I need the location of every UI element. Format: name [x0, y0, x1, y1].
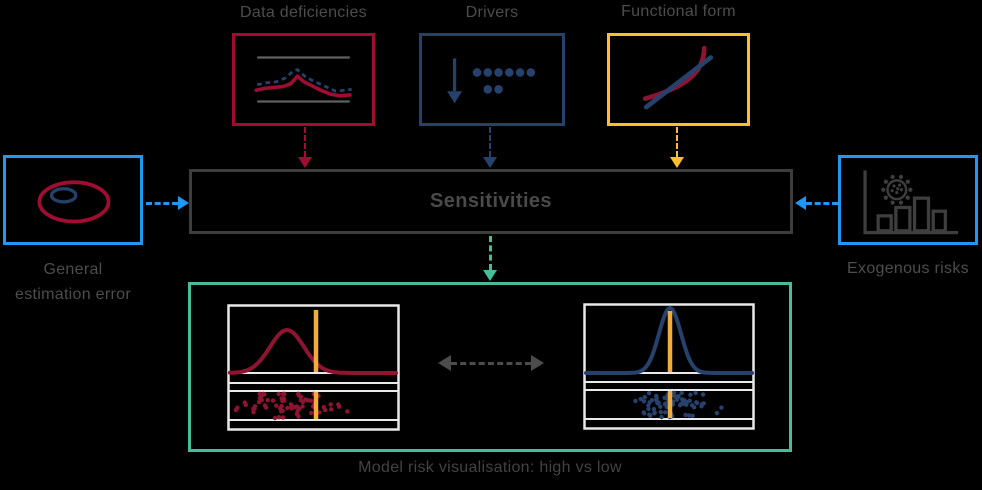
- arrow-shaft: [146, 201, 178, 205]
- virus-bar-chart-icon: [863, 170, 959, 235]
- node-general-estimation-error: [3, 155, 143, 245]
- arrow-drivers-to-sensitivities: [481, 127, 499, 168]
- arrow-shaft: [451, 361, 531, 365]
- node-sensitivities: Sensitivities: [189, 169, 793, 234]
- arrow-functional-form-to-sensitivities: [668, 127, 686, 168]
- arrow-shaft: [489, 127, 491, 157]
- arrow-data-deficiencies-to-sensitivities: [296, 127, 314, 168]
- arrow-head-down-icon: [670, 157, 684, 168]
- arrow-head-down-icon: [483, 270, 497, 281]
- arrow-head-right-icon: [531, 355, 544, 371]
- arrow-shaft: [676, 127, 678, 157]
- arrow-head-right-icon: [178, 196, 189, 210]
- node-model-risk-visualisation: [188, 282, 792, 452]
- label-exogenous-risks: Exogenous risks: [847, 260, 969, 277]
- node-data-deficiencies: [232, 33, 375, 126]
- data-deficiencies-chart-icon: [254, 56, 352, 103]
- label-general-estimation-error: General estimation error: [15, 261, 131, 303]
- estimation-error-ellipses-icon: [37, 180, 111, 224]
- low-risk-distribution-panel: [583, 303, 755, 430]
- label-data-deficiencies: Data deficiencies: [240, 4, 367, 21]
- arrow-shaft: [304, 127, 306, 157]
- label-drivers: Drivers: [465, 4, 519, 21]
- arrow-head-left-icon: [438, 355, 451, 371]
- sensitivities-title: Sensitivities: [430, 190, 552, 212]
- arrow-general-error-to-sensitivities: [146, 196, 189, 210]
- arrow-high-vs-low: [438, 355, 544, 371]
- arrow-head-left-icon: [795, 196, 806, 210]
- arrow-shaft: [488, 236, 492, 270]
- high-risk-distribution-panel: [227, 304, 400, 431]
- diagram-caption: Model risk visualisation: high vs low: [358, 459, 622, 476]
- arrow-head-down-icon: [483, 157, 497, 168]
- label-functional-form: Functional form: [621, 3, 736, 20]
- arrow-shaft: [806, 201, 838, 205]
- arrow-sensitivities-to-visualisation: [481, 236, 499, 281]
- drivers-arrow-dots-icon: [447, 58, 536, 104]
- node-exogenous-risks: [838, 155, 978, 245]
- node-functional-form: [607, 33, 750, 126]
- functional-form-curves-icon: [642, 45, 714, 110]
- arrow-head-down-icon: [298, 157, 312, 168]
- node-drivers: [419, 33, 565, 126]
- arrow-exogenous-risks-to-sensitivities: [795, 196, 838, 210]
